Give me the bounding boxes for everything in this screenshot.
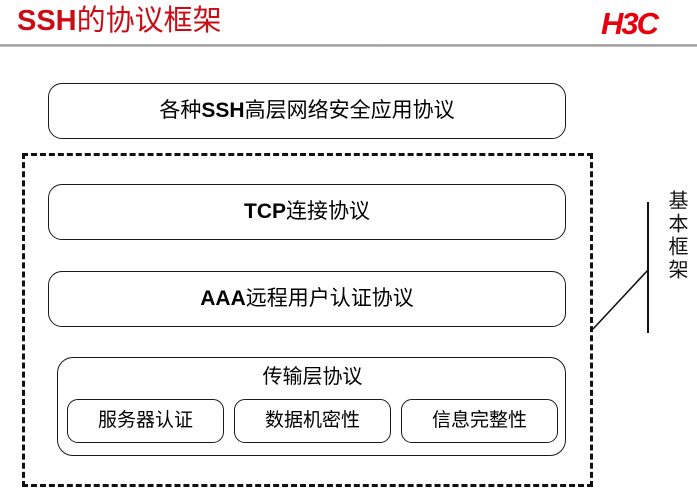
callout-leader-lines	[588, 195, 658, 340]
transport-feature-label: 信息完整性	[431, 410, 527, 431]
transport-layer-feature-list: 服务器认证 数据机密性 信息完整性	[67, 398, 558, 444]
application-protocol-prefix: 各种	[159, 99, 202, 122]
aaa-authentication-protocol-box: AAA远程用户认证协议	[48, 271, 566, 327]
slide-header: SSH的协议框架 H3C	[0, 0, 697, 47]
tcp-connection-protocol-label: TCP连接协议	[244, 199, 370, 225]
page-title: SSH的协议框架	[17, 3, 222, 39]
tcp-emphasis: TCP	[244, 200, 286, 223]
header-divider	[0, 44, 697, 47]
callout-diagonal-line	[592, 269, 649, 330]
h3c-logo: H3C	[601, 6, 697, 40]
application-protocol-label: 各种SSH高层网络安全应用协议	[159, 98, 454, 124]
callout-leader-svg	[592, 202, 649, 333]
transport-feature-label: 服务器认证	[97, 410, 193, 431]
transport-feature-message-integrity: 信息完整性	[401, 399, 558, 443]
aaa-suffix: 远程用户认证协议	[245, 287, 414, 310]
transport-layer-title: 传输层协议	[262, 366, 363, 388]
tcp-connection-protocol-box: TCP连接协议	[48, 184, 566, 240]
aaa-emphasis: AAA	[200, 287, 246, 310]
page-title-emphasis: SSH	[17, 5, 77, 37]
application-protocol-box: 各种SSH高层网络安全应用协议	[48, 83, 566, 139]
callout-caption-basic-framework: 基本框架	[665, 190, 687, 282]
aaa-authentication-protocol-label: AAA远程用户认证协议	[200, 286, 414, 312]
tcp-suffix: 连接协议	[286, 200, 370, 223]
application-protocol-emphasis: SSH	[201, 99, 245, 122]
transport-feature-data-confidentiality: 数据机密性	[234, 399, 391, 443]
basic-framework-dashed-frame	[22, 153, 593, 487]
transport-feature-label: 数据机密性	[264, 410, 360, 431]
application-protocol-suffix: 高层网络安全应用协议	[244, 99, 455, 122]
h3c-logo-text: H3C	[601, 6, 659, 40]
page-title-rest: 的协议框架	[76, 5, 222, 37]
transport-layer-protocol-box: 传输层协议 服务器认证 数据机密性 信息完整性	[57, 357, 566, 456]
transport-feature-server-authentication: 服务器认证	[67, 399, 224, 443]
